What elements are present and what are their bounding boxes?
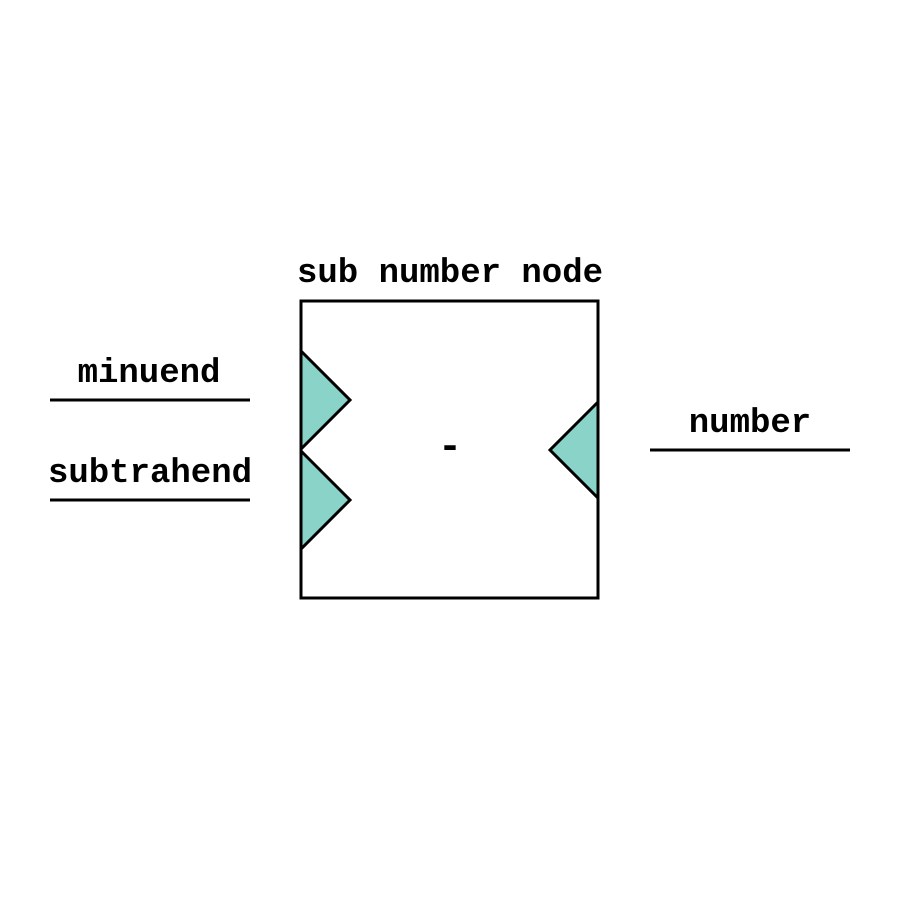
input-label-minuend: minuend: [78, 355, 221, 393]
input-label-subtrahend: subtrahend: [48, 455, 252, 493]
input-port-minuend[interactable]: [299, 347, 353, 453]
output-port-number[interactable]: [547, 398, 600, 502]
input-port-subtrahend[interactable]: [299, 447, 353, 553]
output-label-number: number: [689, 405, 811, 443]
operator-symbol: -: [438, 426, 462, 471]
node-title: sub number node: [297, 255, 603, 293]
